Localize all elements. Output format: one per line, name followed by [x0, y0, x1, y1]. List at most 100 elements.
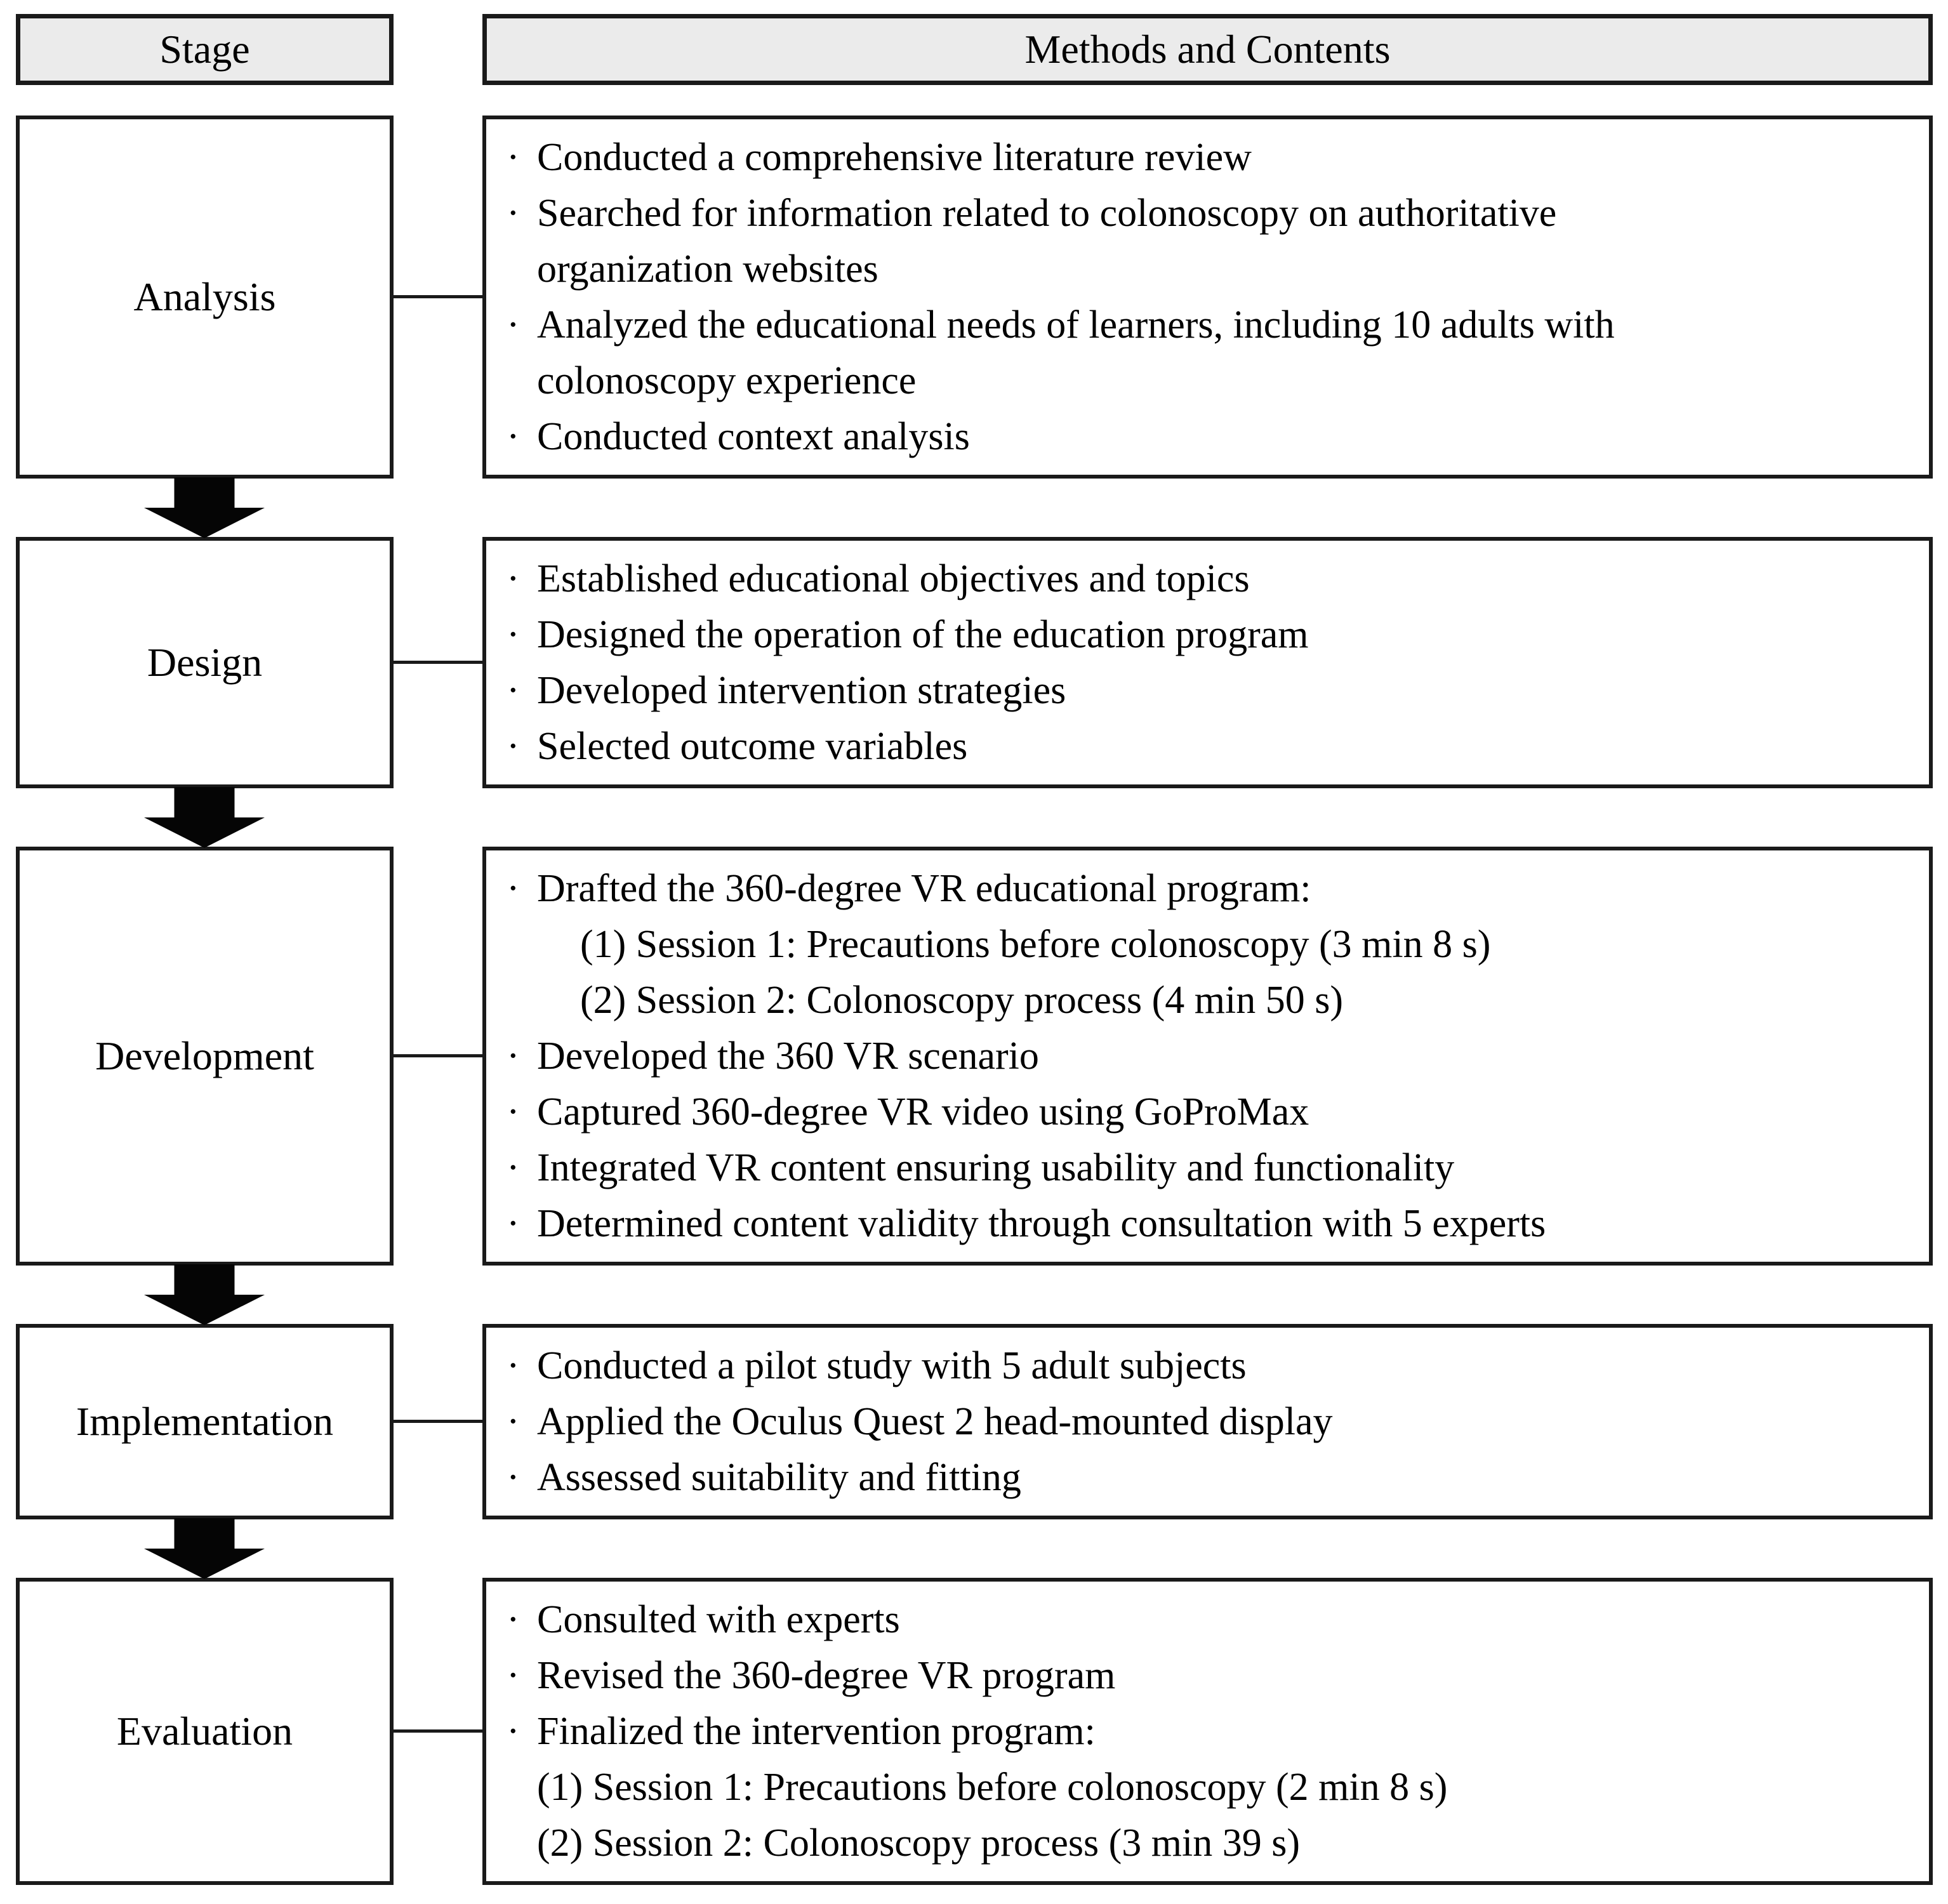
connector-gap — [394, 537, 482, 788]
method-item-continuation: (1) Session 1: Precautions before colono… — [486, 916, 1918, 972]
bullet-dot-icon: · — [507, 192, 520, 235]
bullet-dot-icon: · — [507, 669, 520, 712]
stage-row-design: Design · Established educational objective… — [16, 537, 1933, 788]
arrow-row — [16, 1264, 1933, 1325]
bullet-dot-icon: · — [507, 725, 520, 768]
method-item-text: Integrated VR content ensuring usability… — [537, 1146, 1455, 1189]
header-row: Stage Methods and Contents — [16, 14, 1933, 85]
stage-box-evaluation: Evaluation — [16, 1578, 394, 1885]
method-item-text: Assessed suitability and fitting — [537, 1456, 1021, 1499]
method-item-text: Selected outcome variables — [537, 725, 968, 768]
method-item: · Consulted with experts — [486, 1592, 1918, 1648]
methods-box-evaluation: · Consulted with experts · Revised the 360-… — [482, 1578, 1933, 1885]
bullet-dot-icon: · — [507, 1654, 520, 1697]
methods-column-header: Methods and Contents — [482, 14, 1933, 85]
connector-gap — [394, 1578, 482, 1885]
stage-row-development: Development · Drafted the 360-degree VR ed… — [16, 847, 1933, 1266]
stage-column: Implementation — [16, 1324, 394, 1519]
bullet-dot-icon: · — [507, 1344, 520, 1387]
method-item: · Selected outcome variables — [486, 718, 1918, 774]
method-item-text: Applied the Oculus Quest 2 head-mounted … — [537, 1400, 1333, 1443]
bullet-dot-icon: · — [507, 1090, 520, 1134]
method-item-text: Conducted a pilot study with 5 adult sub… — [537, 1344, 1247, 1387]
stage-box-design: Design — [16, 537, 394, 788]
arrow-row — [16, 477, 1933, 538]
stage-row-implementation: Implementation · Conducted a pilot study w… — [16, 1324, 1933, 1519]
bullet-dot-icon: · — [507, 557, 520, 600]
bullet-dot-icon: · — [507, 867, 520, 910]
methods-box-development: · Drafted the 360-degree VR educational p… — [482, 847, 1933, 1266]
method-item-text: Consulted with experts — [537, 1598, 900, 1641]
bullet-dot-icon: · — [507, 613, 520, 656]
method-item: · Established educational objectives and … — [486, 551, 1918, 607]
stage-column-header: Stage — [16, 14, 394, 85]
method-item: · Integrated VR content ensuring usabilit… — [486, 1140, 1918, 1196]
connector-gap — [394, 1324, 482, 1519]
method-item-text: Searched for information related to colo… — [537, 192, 1557, 235]
method-item-text: Established educational objectives and t… — [537, 557, 1250, 600]
stage-row-analysis: Analysis · Conducted a comprehensive liter… — [16, 116, 1933, 479]
bullet-dot-icon: · — [507, 1456, 520, 1499]
stage-row-evaluation: Evaluation · Consulted with experts · Revise… — [16, 1578, 1933, 1885]
method-item: · Developed the 360 VR scenario — [486, 1028, 1918, 1084]
down-arrow-icon — [144, 787, 265, 848]
connector-line — [394, 295, 482, 298]
arrow-row — [16, 787, 1933, 848]
methods-box-design: · Established educational objectives and … — [482, 537, 1933, 788]
method-item: · Designed the operation of the education… — [486, 607, 1918, 663]
stage-box-development: Development — [16, 847, 394, 1266]
bullet-dot-icon: · — [507, 415, 520, 458]
method-item-text: Finalized the intervention program: — [537, 1710, 1096, 1753]
methods-box-analysis: · Conducted a comprehensive literature re… — [482, 116, 1933, 479]
stage-column: Analysis — [16, 116, 394, 479]
bullet-dot-icon: · — [507, 1400, 520, 1443]
down-arrow-icon — [144, 1264, 265, 1325]
method-item-text: (1) Session 1: Precautions before colono… — [580, 923, 1491, 966]
method-item-text: Developed intervention strategies — [537, 669, 1066, 712]
method-item-text: Drafted the 360-degree VR educational pr… — [537, 867, 1311, 910]
stage-rows-container: Analysis · Conducted a comprehensive liter… — [16, 116, 1933, 1885]
method-item-continuation: (2) Session 2: Colonoscopy process (4 mi… — [486, 972, 1918, 1028]
header-gap — [394, 14, 482, 85]
down-arrow-icon — [144, 1518, 265, 1579]
connector-line — [394, 661, 482, 664]
methods-box-implementation: · Conducted a pilot study with 5 adult su… — [482, 1324, 1933, 1519]
method-item: · Assessed suitability and fitting — [486, 1450, 1918, 1505]
method-item: · Searched for information related to col… — [486, 185, 1918, 241]
method-item-text: Developed the 360 VR scenario — [537, 1035, 1039, 1078]
method-item: · Applied the Oculus Quest 2 head-mounted… — [486, 1394, 1918, 1450]
arrow-row — [16, 1518, 1933, 1579]
method-item: · Finalized the intervention program: — [486, 1703, 1918, 1759]
method-item: · Conducted context analysis — [486, 409, 1918, 465]
method-item-text: Conducted a comprehensive literature rev… — [537, 136, 1252, 179]
bullet-dot-icon: · — [507, 1710, 520, 1753]
method-item: · Conducted a comprehensive literature re… — [486, 129, 1918, 185]
bullet-dot-icon: · — [507, 136, 520, 179]
method-item-text: Conducted context analysis — [537, 415, 970, 458]
method-item-continuation: colonoscopy experience — [486, 353, 1918, 409]
method-item-text: (2) Session 2: Colonoscopy process (3 mi… — [537, 1821, 1301, 1865]
method-item-text: Revised the 360-degree VR program — [537, 1654, 1116, 1697]
down-arrow-icon — [144, 477, 265, 538]
connector-gap — [394, 116, 482, 479]
method-item-text: Determined content validity through cons… — [537, 1202, 1546, 1245]
bullet-dot-icon: · — [507, 303, 520, 347]
method-item: · Developed intervention strategies — [486, 663, 1918, 718]
method-item-text: organization websites — [537, 248, 878, 291]
bullet-dot-icon: · — [507, 1146, 520, 1189]
bullet-dot-icon: · — [507, 1035, 520, 1078]
method-item-continuation: (1) Session 1: Precautions before colono… — [486, 1759, 1918, 1815]
method-item: · Drafted the 360-degree VR educational p… — [486, 861, 1918, 916]
method-item-text: colonoscopy experience — [537, 359, 917, 402]
connector-line — [394, 1729, 482, 1733]
method-item-continuation: organization websites — [486, 241, 1918, 297]
method-item-text: Designed the operation of the education … — [537, 613, 1309, 656]
stage-column: Development — [16, 847, 394, 1266]
method-item: ·Determined content validity through con… — [486, 1196, 1918, 1252]
method-item: · Captured 360-degree VR video using GoPr… — [486, 1084, 1918, 1140]
method-item-text: (2) Session 2: Colonoscopy process (4 mi… — [580, 979, 1344, 1022]
method-item-text: Captured 360-degree VR video using GoPro… — [537, 1090, 1309, 1134]
bullet-dot-icon: · — [507, 1598, 520, 1641]
method-item: · Revised the 360-degree VR program — [486, 1648, 1918, 1703]
